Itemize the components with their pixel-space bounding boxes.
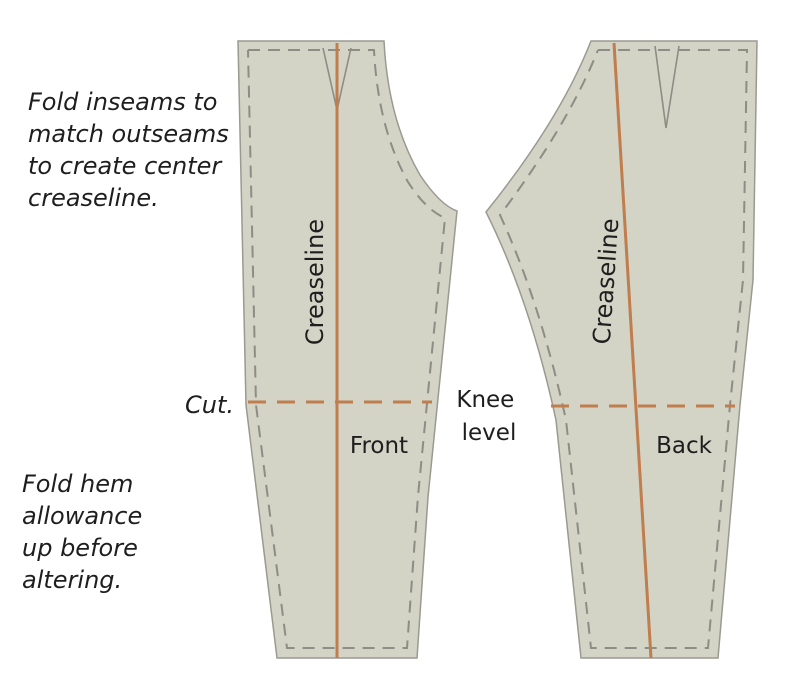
fold-inseams-line-4: creaseline.: [28, 184, 159, 212]
back-piece-label: Back: [656, 433, 713, 459]
cut-label: Cut.: [185, 391, 234, 419]
fold-inseams-line-2: match outseams: [28, 120, 229, 148]
fold-hem-note: Fold hem allowance up before altering.: [22, 470, 150, 594]
fold-inseams-line-3: to create center: [28, 152, 223, 180]
back-dart: [654, 45, 680, 129]
fold-hem-line-2: allowance: [22, 502, 142, 530]
knee-level-line-1: Knee: [456, 387, 514, 413]
front-creaseline-label: Creaseline: [301, 219, 329, 345]
front-piece-label: Front: [350, 433, 408, 459]
back-piece-shape: [485, 40, 758, 659]
front-seam-allowance: [247, 49, 447, 649]
fold-hem-line-4: altering.: [22, 566, 122, 594]
fold-hem-line-1: Fold hem: [22, 470, 133, 498]
knee-level-label: Knee level: [456, 387, 521, 446]
back-pattern-piece: Creaseline Back: [485, 40, 758, 659]
fold-inseams-line-1: Fold inseams to: [28, 88, 217, 116]
front-piece-shape: [237, 40, 458, 659]
fold-inseams-note: Fold inseams to match outseams to create…: [28, 88, 236, 212]
knee-level-line-2: level: [462, 420, 517, 446]
fold-hem-line-3: up before: [22, 534, 138, 562]
back-creaseline: [612, 42, 653, 659]
front-pattern-piece: Creaseline Front: [237, 40, 458, 659]
